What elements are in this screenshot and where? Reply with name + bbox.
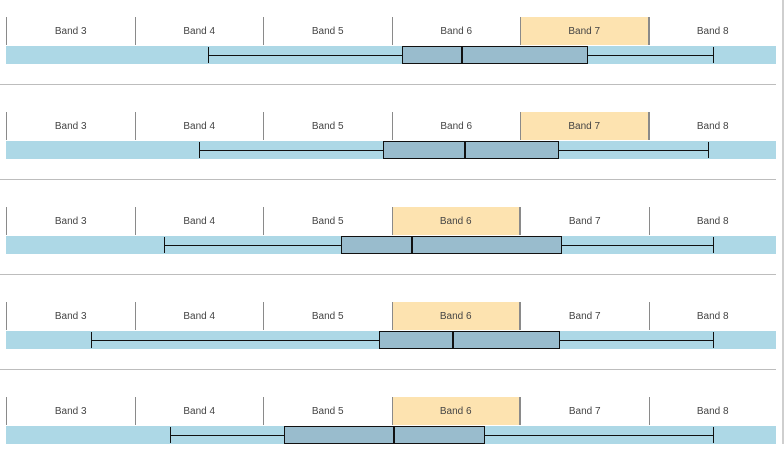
band-label: Band 3	[6, 207, 135, 235]
median-line	[393, 426, 396, 444]
band-label: Band 3	[6, 112, 135, 140]
panel-divider	[0, 274, 776, 275]
whisker-cap-low	[164, 237, 166, 253]
band-label: Band 3	[6, 17, 135, 45]
panel-divider	[0, 84, 776, 85]
whisker-cap-low	[198, 142, 200, 158]
band-label: Band 8	[648, 17, 777, 45]
whisker-cap-high	[712, 427, 714, 443]
band-label: Band 8	[648, 397, 777, 425]
band-label: Band 7	[520, 302, 649, 330]
score-range-track	[6, 141, 776, 159]
whisker-cap-low	[207, 47, 209, 63]
window-right-edge	[782, 0, 784, 444]
score-range-track	[6, 331, 776, 349]
band-label: Band 5	[263, 112, 392, 140]
band-label: Band 6	[391, 207, 520, 235]
band-label: Band 7	[520, 17, 649, 45]
score-range-track	[6, 46, 776, 64]
median-line	[461, 46, 464, 64]
score-range-track	[6, 236, 776, 254]
whisker-cap-high	[712, 332, 714, 348]
band-label: Band 5	[263, 397, 392, 425]
whisker-cap-low	[170, 427, 172, 443]
band-label: Band 6	[391, 302, 520, 330]
band-label: Band 6	[391, 112, 521, 140]
band-label: Band 4	[134, 207, 264, 235]
band-label: Band 5	[263, 207, 392, 235]
interquartile-box	[401, 46, 589, 64]
band-label: Band 4	[134, 397, 264, 425]
median-line	[411, 236, 414, 254]
band-label: Band 6	[391, 17, 521, 45]
band-label: Band 5	[263, 302, 392, 330]
median-line	[452, 331, 455, 349]
median-line	[463, 141, 466, 159]
band-label: Band 5	[263, 17, 392, 45]
band-label: Band 4	[134, 302, 264, 330]
band-label: Band 8	[648, 302, 777, 330]
panel-divider	[0, 179, 776, 180]
band-label: Band 3	[6, 302, 135, 330]
band-label: Band 4	[134, 17, 264, 45]
panel-divider	[0, 369, 776, 370]
band-label: Band 7	[520, 207, 649, 235]
whisker-cap-high	[712, 237, 714, 253]
interquartile-box	[283, 426, 486, 444]
band-label: Band 3	[6, 397, 135, 425]
interquartile-box	[341, 236, 563, 254]
band-label: Band 4	[134, 112, 264, 140]
band-label: Band 8	[648, 207, 777, 235]
whisker-cap-high	[712, 47, 714, 63]
band-label: Band 6	[391, 397, 520, 425]
band-label: Band 7	[520, 397, 649, 425]
band-label: Band 8	[648, 112, 777, 140]
score-range-track	[6, 426, 776, 444]
interquartile-box	[378, 331, 560, 349]
band-label: Band 7	[520, 112, 649, 140]
whisker-cap-high	[707, 142, 709, 158]
whisker-cap-low	[90, 332, 92, 348]
interquartile-box	[382, 141, 559, 159]
